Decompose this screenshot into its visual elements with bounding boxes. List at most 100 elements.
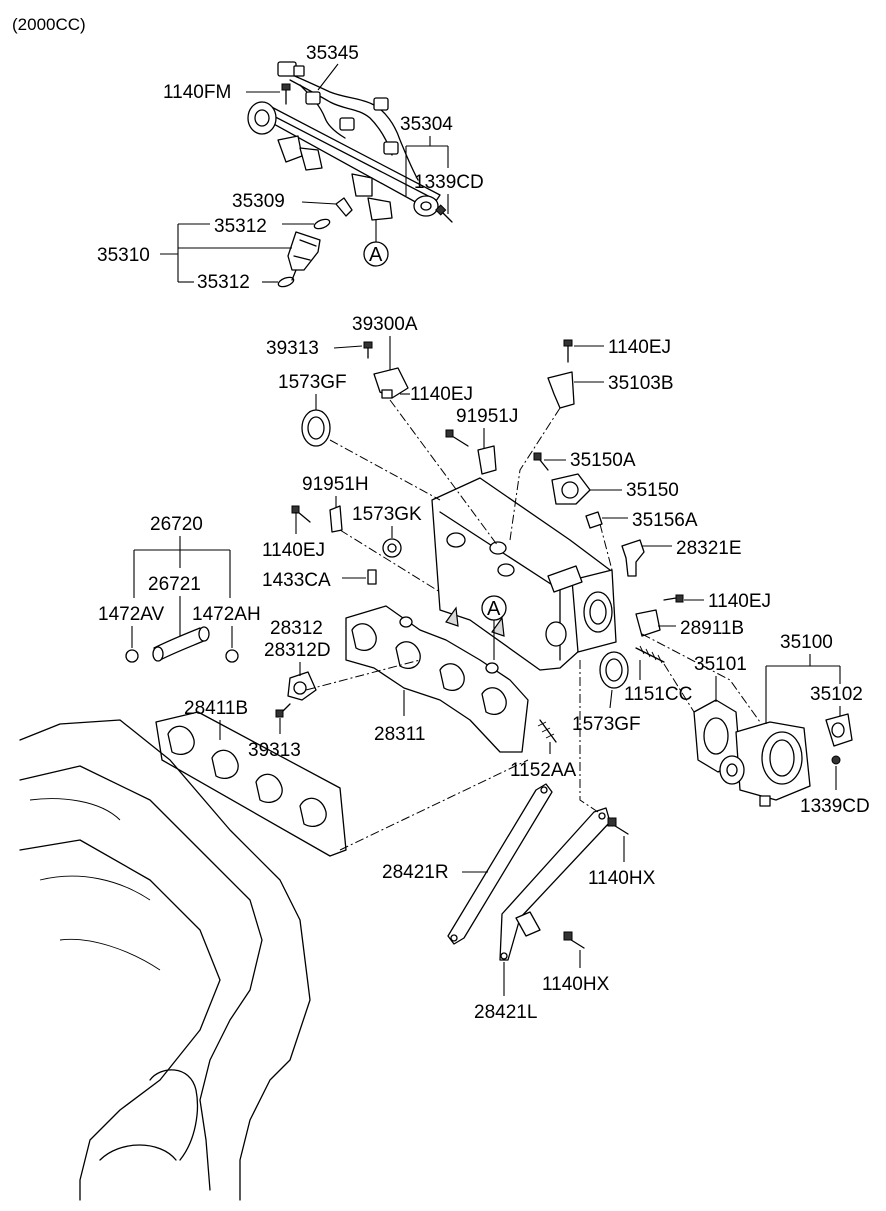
seal-1573gk xyxy=(382,538,402,558)
bolt-1140fm-head xyxy=(281,83,291,91)
phantom-lines xyxy=(305,399,761,851)
throttle-body-assembly xyxy=(693,699,853,807)
injector-band-2 xyxy=(293,255,311,261)
runner-port-3 xyxy=(439,663,465,691)
phantom-28312 xyxy=(305,659,421,691)
phantom-seal-top xyxy=(329,439,441,501)
label-28312d: 28312D xyxy=(264,640,331,661)
fuel-injector xyxy=(287,231,321,271)
rail-bracket-2 xyxy=(299,147,323,171)
label-1339cd-low: 1339CD xyxy=(800,796,870,817)
label-35312-a: 35312 xyxy=(214,216,267,237)
label-35101: 35101 xyxy=(694,654,747,675)
label-28312: 28312 xyxy=(270,618,323,639)
label-35345: 35345 xyxy=(306,43,359,64)
bolt-1140ej-left-head xyxy=(291,505,300,514)
manifold-port-sensor xyxy=(489,541,507,555)
clip-35309 xyxy=(335,197,353,217)
seal-1573gf-top xyxy=(301,409,331,447)
throttle-body-bore xyxy=(761,731,803,785)
screw-39313-top-head xyxy=(363,341,373,349)
gasket-35101-bore xyxy=(703,717,729,755)
screw-35150a-shank xyxy=(539,459,549,471)
runner-port-4 xyxy=(481,687,507,715)
engine-block-outline xyxy=(19,719,311,1201)
label-1140hx-a: 1140HX xyxy=(588,868,656,889)
clamp-1472ah xyxy=(225,649,239,663)
gasket-port-4 xyxy=(299,797,327,827)
screw-39313-low-head xyxy=(275,709,284,718)
label-35100: 35100 xyxy=(780,632,833,653)
throttle-body-nipple xyxy=(759,795,771,807)
label-1140ej-right: 1140EJ xyxy=(708,591,771,612)
seal-1573gf-top-inner xyxy=(307,416,325,440)
engine-spec-label: (2000CC) xyxy=(12,15,86,34)
label-1140hx-b: 1140HX xyxy=(542,974,610,995)
label-26721: 26721 xyxy=(148,574,201,595)
label-1140ej-left: 1140EJ xyxy=(262,540,325,561)
throttle-linkage-pivot xyxy=(726,763,738,777)
stay-28421r-hole-top xyxy=(540,786,548,794)
stud-1151cc-thread xyxy=(639,645,663,664)
idle-actuator-face xyxy=(561,481,579,499)
manifold-runners xyxy=(345,605,529,753)
gasket-port-1 xyxy=(167,725,195,755)
label-35102: 35102 xyxy=(810,684,863,705)
label-28311: 28311 xyxy=(374,724,425,745)
phantom-stud xyxy=(663,663,695,713)
label-1472ah: 1472AH xyxy=(192,604,261,625)
injector-band-1 xyxy=(299,239,317,247)
clip-91951h xyxy=(329,505,343,533)
label-39313-low: 39313 xyxy=(248,740,301,761)
rail-bracket-4 xyxy=(367,197,393,221)
throttle-flange-bore-inner xyxy=(589,599,607,625)
bolt-1140ej-left-shank xyxy=(297,511,311,523)
stay-28421r-hole-bottom xyxy=(450,934,458,942)
label-28421r: 28421R xyxy=(382,862,449,883)
bolt-1140ej-top-head xyxy=(563,339,573,347)
bolt-1140hx-a-head xyxy=(607,817,617,827)
injector-connector-1 xyxy=(305,91,321,105)
leader-39313-top xyxy=(333,345,363,349)
gasket-port-3 xyxy=(255,773,283,803)
hose-assembly xyxy=(125,626,239,663)
phantom-35156a xyxy=(599,523,613,571)
label-35304: 35304 xyxy=(400,114,453,135)
manifold-bracket xyxy=(547,565,583,593)
stay-28421l xyxy=(499,807,611,961)
manifold-port-1573gf xyxy=(545,621,567,647)
hose-26721-end-right xyxy=(198,626,210,642)
plug-1433ca xyxy=(367,569,377,585)
bracket-35103b xyxy=(547,371,575,409)
stud-1152aa-thread xyxy=(537,721,555,739)
stay-28421r xyxy=(447,783,553,945)
label-91951j: 91951J xyxy=(456,406,518,427)
label-91951h: 91951H xyxy=(302,474,369,495)
label-1573gf-low: 1573GF xyxy=(572,714,641,735)
hose-26721-end-left xyxy=(152,646,164,662)
manifold-port-1573gk xyxy=(446,532,466,548)
sensor-28312 xyxy=(287,671,317,701)
sensor-28312-face xyxy=(293,681,307,695)
label-35150a: 35150A xyxy=(570,450,636,471)
label-35103b: 35103B xyxy=(608,373,674,394)
stay-brackets xyxy=(447,783,629,961)
stay-28421l-tab xyxy=(515,911,541,937)
label-1140ej-mid: 1140EJ xyxy=(410,384,473,405)
bolt-1140ej-mid-shank xyxy=(451,435,469,447)
manifold-rib-1 xyxy=(445,606,459,627)
label-28411b: 28411B xyxy=(184,698,248,719)
screw-1339cd-low xyxy=(831,755,841,765)
fuel-rail-assembly xyxy=(247,61,453,288)
gasket-35156a xyxy=(585,511,603,529)
fuel-rail-inlet-bore xyxy=(254,109,270,127)
intake-manifold xyxy=(345,477,617,753)
label-39300a: 39300A xyxy=(352,314,418,335)
label-1433ca: 1433CA xyxy=(262,570,331,591)
bolt-1339cd-top-head xyxy=(435,204,447,216)
bolt-1140ej-right-shank xyxy=(663,597,677,601)
injector-nozzle xyxy=(291,269,297,281)
seal-1573gk-inner xyxy=(387,543,397,553)
stay-28421l-hole-bottom xyxy=(500,952,508,960)
